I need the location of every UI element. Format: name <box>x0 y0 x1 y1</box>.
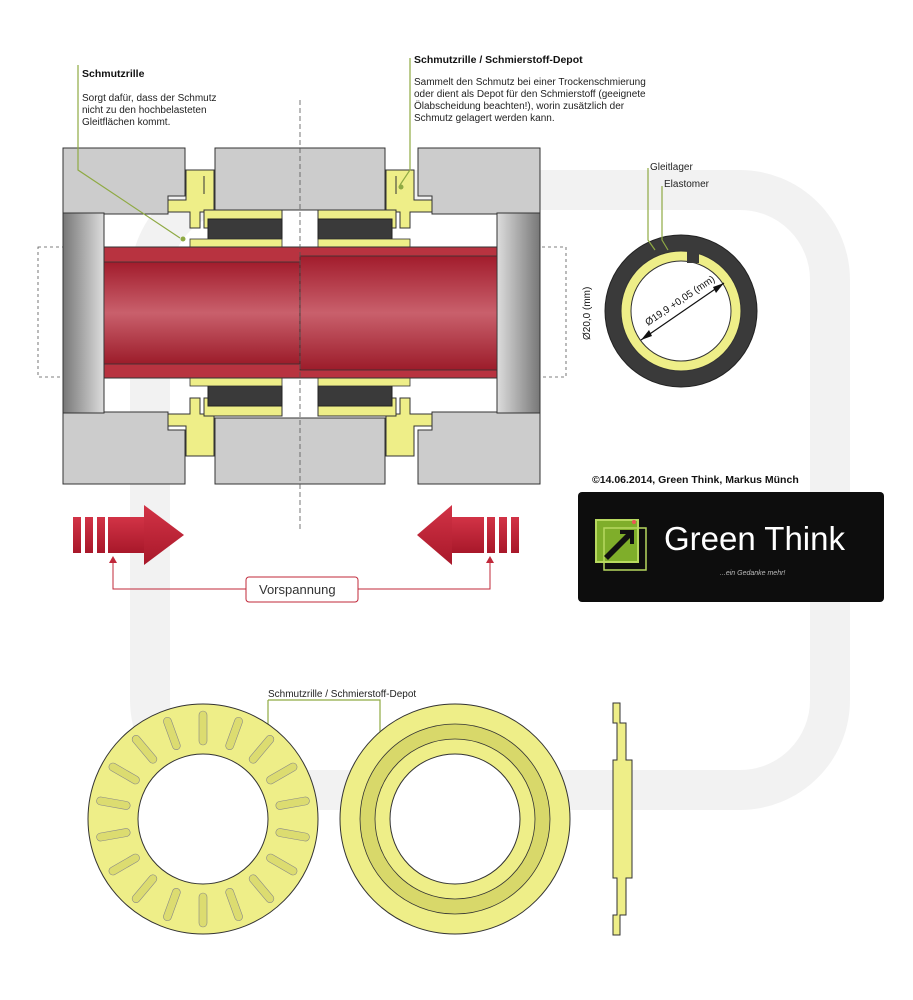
housing-lower-center <box>214 417 386 485</box>
diameter-outer-label: Ø20,0 (mm) <box>582 287 593 340</box>
annotation-groove-right-line-4: Schmutz gelagert werden kann. <box>414 113 555 124</box>
ring-arrow-a <box>641 330 652 340</box>
washer-groove <box>225 887 243 922</box>
annotation-groove-left-line-1: Sorgt dafür, dass der Schmutz <box>82 93 217 104</box>
washer-groove <box>266 762 298 785</box>
annotation-groove-left-line-2: nicht zu den hochbelasteten <box>82 105 207 116</box>
elastomer-upper-left <box>207 218 283 240</box>
ring-label-gleitlager: Gleitlager <box>650 162 693 173</box>
logo-title: Green Think <box>664 520 845 557</box>
washer-groove <box>248 735 275 764</box>
logo-arrow-icon <box>595 519 647 571</box>
ring-leader-1 <box>647 168 656 251</box>
housing-upper-left <box>62 147 186 215</box>
annotation-groove-right-line-1: Sammelt den Schmutz bei einer Trockensch… <box>414 77 646 88</box>
ring-gap <box>687 245 699 263</box>
logo-background <box>578 492 884 602</box>
preload-bracket <box>112 560 491 590</box>
ring-leader-2 <box>661 186 669 251</box>
elastomer-lower-right <box>317 385 393 407</box>
washer-groove <box>163 716 181 751</box>
shaft-right-core <box>299 255 498 371</box>
leader-lines <box>77 58 411 239</box>
ring-diameter-line <box>640 282 725 341</box>
washer-front <box>87 703 319 935</box>
annotation-groove-left-title: Schmutzrille <box>82 68 145 80</box>
washer-groove <box>96 796 131 810</box>
preload-tick-right <box>486 556 494 563</box>
leader-dots <box>180 184 404 242</box>
annotation-groove-right-line-2: oder dient als Depot für den Schmierstof… <box>414 89 646 100</box>
washer-groove <box>108 853 140 876</box>
ring-label-elastomer: Elastomer <box>664 179 710 190</box>
preload-tick-left <box>109 556 117 563</box>
liner-lower-left <box>189 377 283 387</box>
housing-lower-right <box>417 411 541 485</box>
elastomer-lower-left <box>207 385 283 407</box>
washer-groove <box>108 762 140 785</box>
ring-bearing-inner <box>630 260 732 362</box>
preload-arrow-right <box>417 505 519 565</box>
logo-tagline: ...ein Gedanke mehr! <box>720 570 785 577</box>
housing-lower-left <box>62 411 186 485</box>
washer-front-grooves <box>96 710 310 928</box>
washer-back <box>339 703 571 935</box>
liner-upper-right <box>317 238 411 248</box>
liner-lower-right <box>317 377 411 387</box>
washer-front-hole <box>137 753 269 885</box>
washer-back-hole <box>389 753 521 885</box>
washer-groove <box>163 887 181 922</box>
flange-right <box>496 212 541 414</box>
liner-upper-left <box>189 238 283 248</box>
elastomer-upper-right <box>317 218 393 240</box>
shaft-left-core <box>103 261 301 365</box>
washer-label: Schmutzrille / Schmierstoff-Depot <box>268 689 416 700</box>
washer-groove <box>275 828 310 842</box>
washer-groove <box>96 828 131 842</box>
logo: Green Think ...ein Gedanke mehr! <box>578 492 884 602</box>
washer-groove <box>225 716 243 751</box>
washer-groove <box>198 710 208 746</box>
washer-groove <box>131 874 158 903</box>
washer-leader-right <box>268 699 381 745</box>
washer-groove <box>266 853 298 876</box>
copyright: ©14.06.2014, Green Think, Markus Münch <box>592 474 799 486</box>
ring-section <box>604 234 758 388</box>
annotation-groove-right-title: Schmutzrille / Schmierstoff-Depot <box>414 54 583 66</box>
washer-groove <box>248 874 275 903</box>
flange-left <box>62 212 105 414</box>
washer-side-profile <box>612 702 633 936</box>
washer-groove <box>131 735 158 764</box>
cross-section <box>37 100 567 530</box>
washer-groove <box>275 796 310 810</box>
housing-upper-right <box>417 147 541 215</box>
preload-label-box <box>245 576 359 603</box>
annotation-groove-left-line-3: Gleitflächen kommt. <box>82 117 170 128</box>
preload-label: Vorspannung <box>259 582 336 597</box>
washer-groove <box>198 892 208 928</box>
preload-arrow-left <box>73 505 184 565</box>
annotation-groove-right-line-3: Ölabscheidung beachten!), worin zusätzli… <box>414 100 625 112</box>
ring-arrow-b <box>713 283 724 293</box>
